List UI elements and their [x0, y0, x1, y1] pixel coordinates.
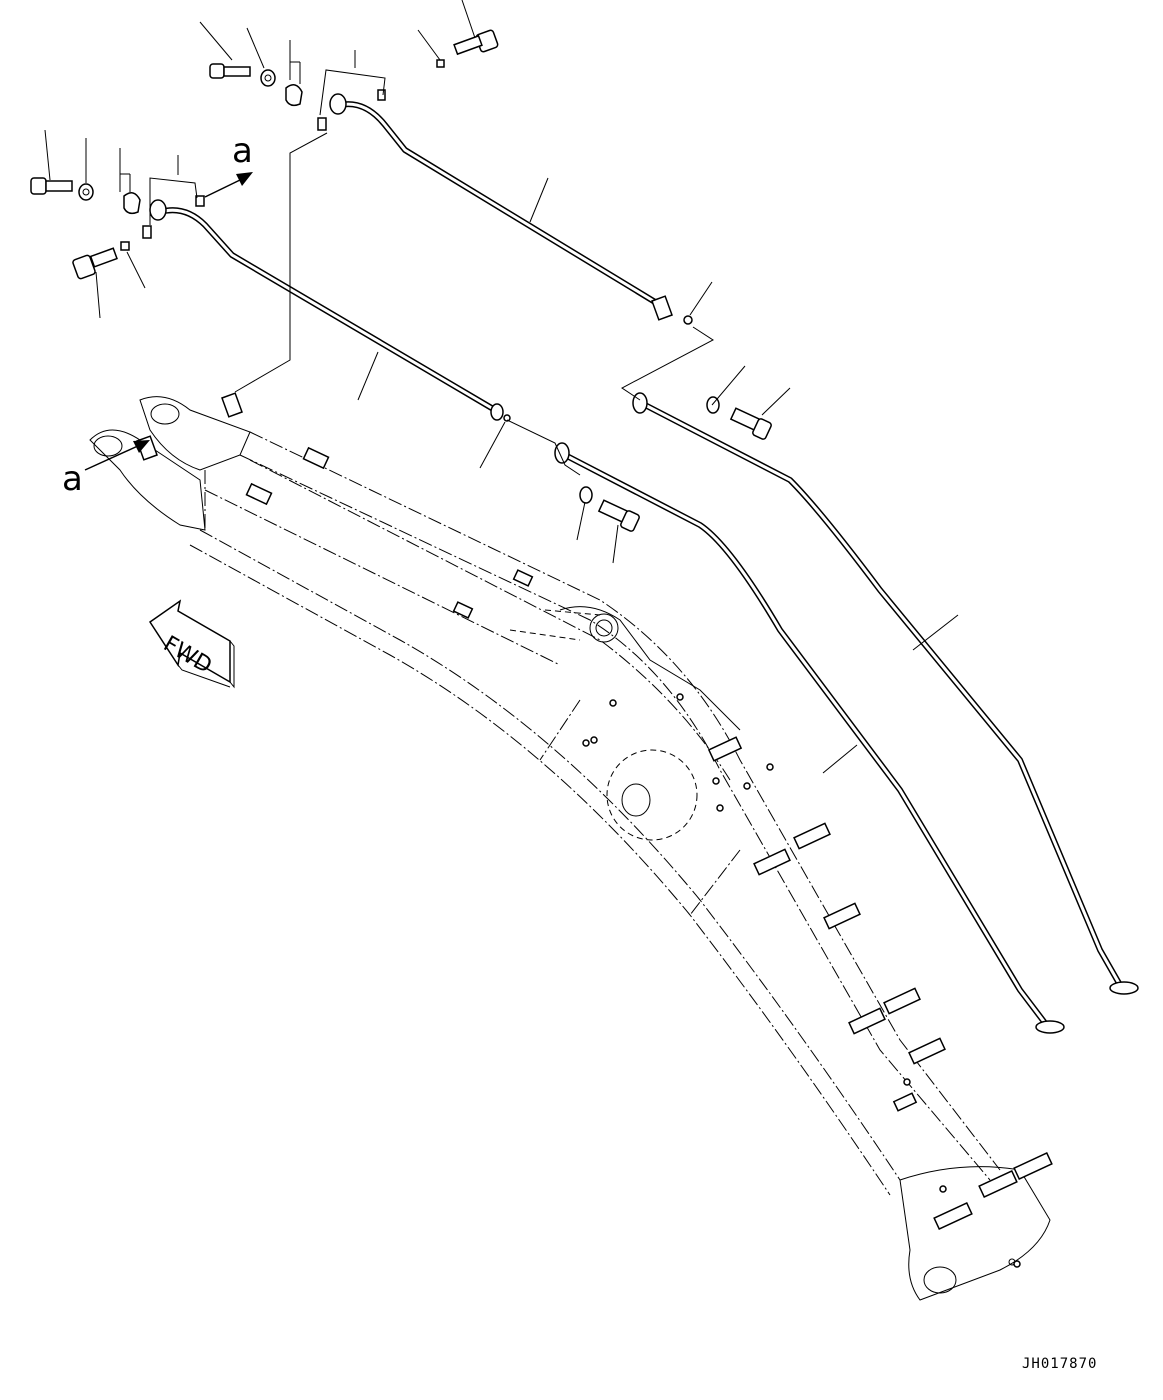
upper-pipe-segment-2 — [632, 392, 1139, 995]
drawing-number: JH017870 — [1022, 1356, 1097, 1372]
upper-pipe-segment-1 — [329, 93, 673, 321]
leader-lines — [44, 0, 959, 774]
bolt-icon — [597, 407, 772, 532]
boom-phantom-outline — [89, 396, 1051, 1301]
fwd-direction-arrow-icon: FWD — [148, 599, 235, 689]
oring-icon — [120, 59, 693, 422]
lower-pipe-segment-1 — [149, 199, 504, 421]
view-arrow-a-left: a — [62, 440, 150, 499]
washer-icon — [260, 69, 276, 87]
view-arrow-a-top: a — [204, 131, 253, 198]
bolt-icon — [209, 63, 251, 79]
callout-a-top: a — [232, 131, 253, 171]
washer-icon — [579, 396, 720, 504]
pipe-clamp-brackets — [136, 392, 1053, 1268]
lower-pipe-segment-2 — [554, 442, 1065, 1034]
bolt-icon — [30, 177, 73, 195]
bolt-icon — [72, 247, 118, 280]
bolt-icon — [453, 29, 499, 56]
washer-icon — [78, 183, 94, 201]
callout-a-left: a — [62, 459, 83, 499]
split-flange-icon — [123, 84, 303, 215]
